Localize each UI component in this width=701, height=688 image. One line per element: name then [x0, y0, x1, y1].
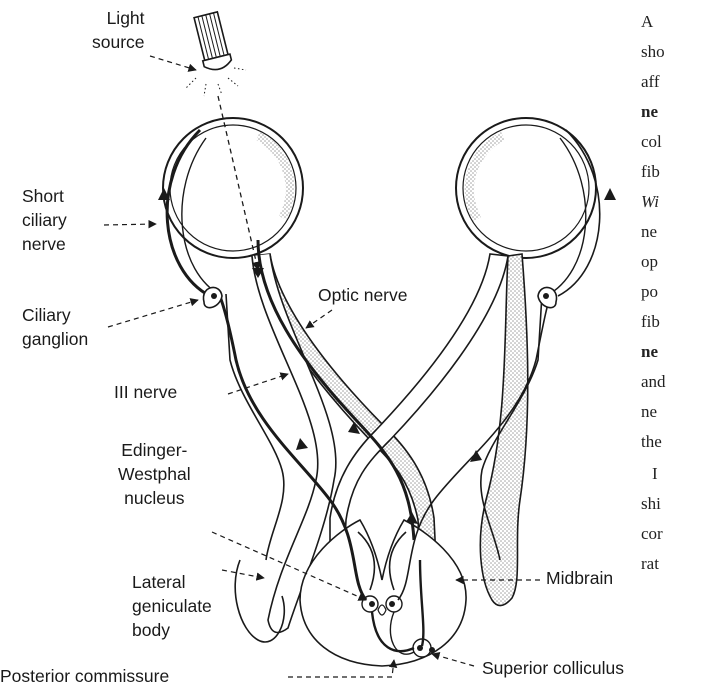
- posterior-commissure-label-text: Posterior commissure: [0, 664, 169, 688]
- short-ciliary-nerve-label-line-1: Short: [22, 184, 67, 208]
- adjacent-text-line-5: col: [641, 130, 662, 154]
- edinger-westphal-label-line-2: Westphal: [118, 462, 191, 486]
- iii-nerve-label: III nerve: [114, 380, 177, 404]
- edinger-westphal-label-line-1: Edinger-: [118, 438, 191, 462]
- adjacent-text-line-4: ne: [641, 100, 658, 124]
- ciliary-ganglion-label-line-2: ganglion: [22, 327, 88, 351]
- light-source-label-line-1: Light: [92, 6, 145, 30]
- adjacent-text-line-12: ne: [641, 340, 658, 364]
- edinger-westphal-label-line-3: nucleus: [118, 486, 191, 510]
- lateral-geniculate-label-line-1: Lateral: [132, 570, 212, 594]
- ciliary-ganglion-label: Ciliary ganglion: [22, 303, 88, 351]
- lateral-geniculate-body-label: Lateral geniculate body: [132, 570, 212, 642]
- optic-nerve-label-text: Optic nerve: [318, 283, 407, 307]
- adjacent-text-line-16: I: [652, 462, 658, 486]
- short-ciliary-nerve-label-line-2: ciliary: [22, 208, 67, 232]
- adjacent-text-line-13: and: [641, 370, 666, 394]
- adjacent-text-line-11: fib: [641, 310, 660, 334]
- short-ciliary-nerve-label: Short ciliary nerve: [22, 184, 67, 256]
- posterior-commissure-label: Posterior commissure: [0, 664, 169, 688]
- adjacent-text-line-10: po: [641, 280, 658, 304]
- light-source-label: Light source: [92, 6, 145, 54]
- adjacent-text-line-9: op: [641, 250, 658, 274]
- ciliary-ganglion-left: [203, 287, 222, 307]
- midbrain-label-text: Midbrain: [546, 566, 613, 590]
- adjacent-text-line-7: Wi: [641, 190, 659, 214]
- adjacent-text-line-18: cor: [641, 522, 663, 546]
- midbrain-label: Midbrain: [546, 566, 613, 590]
- ciliary-ganglion-label-line-1: Ciliary: [22, 303, 88, 327]
- lateral-geniculate-label-line-2: geniculate: [132, 594, 212, 618]
- adjacent-text-line-17: shi: [641, 492, 661, 516]
- adjacent-text-line-15: the: [641, 430, 662, 454]
- lateral-geniculate-label-line-3: body: [132, 618, 212, 642]
- edinger-westphal-nucleus-label: Edinger- Westphal nucleus: [118, 438, 191, 510]
- adjacent-text-line-8: ne: [641, 220, 657, 244]
- adjacent-text-line-2: sho: [641, 40, 665, 64]
- adjacent-text-line-14: ne: [641, 400, 657, 424]
- adjacent-text-line-6: fib: [641, 160, 660, 184]
- optic-nerve-label: Optic nerve: [318, 283, 407, 307]
- adjacent-text-line-19: rat: [641, 552, 659, 576]
- light-source-label-line-2: source: [92, 30, 145, 54]
- midbrain: [300, 520, 466, 666]
- iii-nerve-label-text: III nerve: [114, 380, 177, 404]
- superior-colliculus-label: Superior colliculus: [482, 656, 624, 680]
- short-ciliary-nerve-label-line-3: nerve: [22, 232, 67, 256]
- adjacent-text-line-3: aff: [641, 70, 660, 94]
- superior-colliculus-label-text: Superior colliculus: [482, 656, 624, 680]
- adjacent-text-line-1: A: [641, 10, 653, 34]
- light-source-icon: [186, 11, 246, 96]
